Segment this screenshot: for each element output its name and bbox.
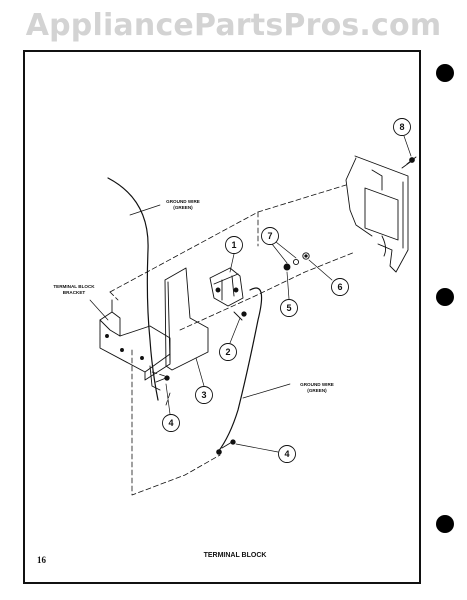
- callout-6: 6: [308, 259, 349, 296]
- binder-hole-middle: [436, 288, 454, 306]
- callout-4-upper: 4: [162, 383, 180, 432]
- binder-hole-top: [436, 64, 454, 82]
- label-ground-wire-top-line2: (GREEN): [173, 205, 193, 210]
- washer-7: [292, 258, 300, 266]
- screw-4-upper: [155, 375, 170, 383]
- svg-text:4: 4: [284, 449, 289, 459]
- cabinet-wall: [345, 155, 409, 273]
- svg-text:4: 4: [168, 418, 173, 428]
- diagram-caption: TERMINAL BLOCK: [203, 552, 267, 559]
- terminal-block-bracket: [99, 299, 171, 391]
- label-ground-wire-bottom-line2: (GREEN): [307, 388, 327, 393]
- leader-lines: [89, 204, 291, 399]
- insulator-plate: [164, 267, 209, 371]
- callout-1: 1: [225, 236, 243, 273]
- callout-2: 2: [219, 317, 241, 361]
- ground-wire-bottom: [216, 287, 263, 455]
- dashed-assembly-outline: [109, 184, 356, 496]
- screw-8: [401, 156, 417, 169]
- screw-4-lower: [221, 439, 236, 449]
- svg-text:5: 5: [286, 303, 291, 313]
- svg-text:3: 3: [201, 390, 206, 400]
- ground-wire-top: [107, 177, 159, 401]
- label-ground-wire-top-line1: GROUND WIRE: [166, 199, 200, 204]
- label-ground-wire-bottom-line1: GROUND WIRE: [300, 382, 334, 387]
- svg-text:7: 7: [267, 231, 272, 241]
- callout-5: 5: [280, 271, 298, 317]
- page-frame: [23, 50, 421, 584]
- label-terminal-block-bracket-line2: BRACKET: [63, 290, 86, 295]
- svg-text:8: 8: [399, 122, 404, 132]
- page-number: 16: [37, 555, 46, 565]
- screw-2: [233, 311, 247, 321]
- nut-6: [302, 252, 310, 260]
- svg-text:1: 1: [231, 240, 236, 250]
- callout-4-lower: 4: [235, 443, 296, 463]
- callout-7: 7: [261, 227, 297, 264]
- svg-text:2: 2: [225, 347, 230, 357]
- terminal-block: [209, 267, 244, 307]
- binder-hole-bottom: [436, 515, 454, 533]
- label-terminal-block-bracket-line1: TERMINAL BLOCK: [53, 284, 95, 289]
- watermark: AppliancePartsPros.com: [25, 8, 442, 43]
- svg-text:6: 6: [337, 282, 342, 292]
- lock-washer-5: [283, 263, 291, 271]
- callout-8: 8: [393, 118, 412, 157]
- callout-3: 3: [195, 357, 213, 404]
